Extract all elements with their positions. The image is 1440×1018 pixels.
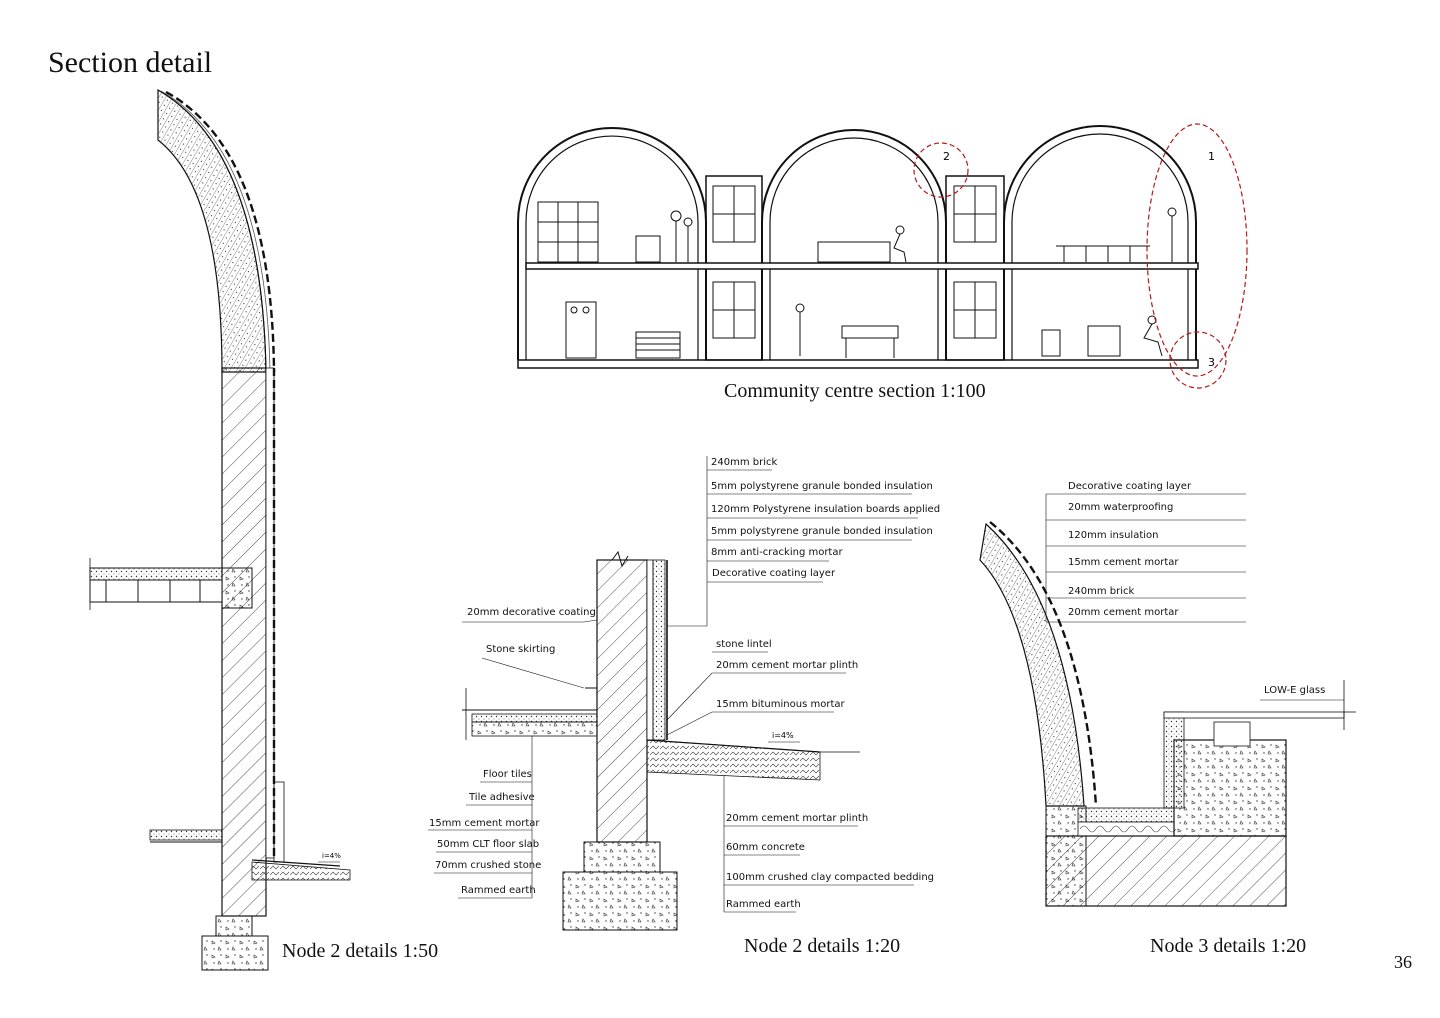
wall-layer-label: Decorative coating layer	[712, 568, 836, 579]
floor-layer-label: 15mm cement mortar	[429, 818, 540, 829]
floor-layer-label: Floor tiles	[483, 769, 532, 780]
ground-layer-label: 100mm crushed clay compacted bedding	[726, 872, 935, 883]
wall-layer-label: 240mm brick	[711, 457, 778, 468]
floor-layer-label: Rammed earth	[461, 885, 536, 896]
low-e-glass-label: LOW-E glass	[1264, 685, 1326, 696]
ground-layer-label: 60mm concrete	[726, 842, 805, 853]
node3-layer-label: 240mm brick	[1068, 586, 1135, 597]
node2-50-slope-label: i=4%	[322, 852, 341, 860]
node2-50-drawing: i=4%	[89, 88, 351, 971]
wall-layer-label: 5mm polystyrene granule bonded insulatio…	[711, 526, 933, 537]
marker-2-circle	[913, 142, 969, 198]
node3-layer-label: Decorative coating layer	[1068, 481, 1192, 492]
wall-layer-label: 120mm Polystyrene insulation boards appl…	[711, 504, 941, 515]
floor-layer-label: 50mm CLT floor slab	[437, 839, 540, 850]
node3-20-drawing	[979, 493, 1356, 907]
floor-layer-label: Tile adhesive	[469, 792, 535, 803]
marker-3-circle	[1169, 331, 1227, 389]
wall-layer-label: 8mm anti-cracking mortar	[711, 547, 843, 558]
left-callout-label: Stone skirting	[486, 644, 556, 655]
mid-callout-label: 20mm cement mortar plinth	[716, 660, 859, 671]
node3-layer-label: 15mm cement mortar	[1068, 557, 1179, 568]
node3-layer-label: 120mm insulation	[1068, 530, 1159, 541]
marker-3-label: 3	[1208, 356, 1215, 369]
left-callout-label: 20mm decorative coating	[467, 607, 596, 618]
community-centre-section-drawing: 1 2 3	[517, 123, 1248, 389]
node2-20-drawing: i=4%	[428, 456, 918, 931]
ground-layer-label: Rammed earth	[726, 899, 801, 910]
node2-20-slope-label: i=4%	[772, 731, 794, 740]
page-number: 36	[1394, 952, 1412, 972]
mid-callout-label: 15mm bituminous mortar	[716, 699, 845, 710]
marker-1-ellipse	[1146, 123, 1248, 377]
wall-layer-label: 5mm polystyrene granule bonded insulatio…	[711, 481, 933, 492]
node3-layer-label: 20mm cement mortar	[1068, 607, 1179, 618]
floor-layer-label: 70mm crushed stone	[435, 860, 542, 871]
page-title: Section detail	[48, 46, 213, 79]
marker-2-label: 2	[943, 150, 950, 163]
node3-20-caption: Node 3 details 1:20	[1150, 935, 1307, 957]
node2-50-caption: Node 2 details 1:50	[282, 940, 439, 962]
node2-20-caption: Node 2 details 1:20	[744, 935, 901, 957]
mid-callout-label: stone lintel	[716, 639, 772, 650]
marker-1-label: 1	[1208, 150, 1215, 163]
node3-layer-label: 20mm waterproofing	[1068, 502, 1174, 513]
ground-layer-label: 20mm cement mortar plinth	[726, 813, 869, 824]
section-caption: Community centre section 1:100	[724, 380, 986, 402]
